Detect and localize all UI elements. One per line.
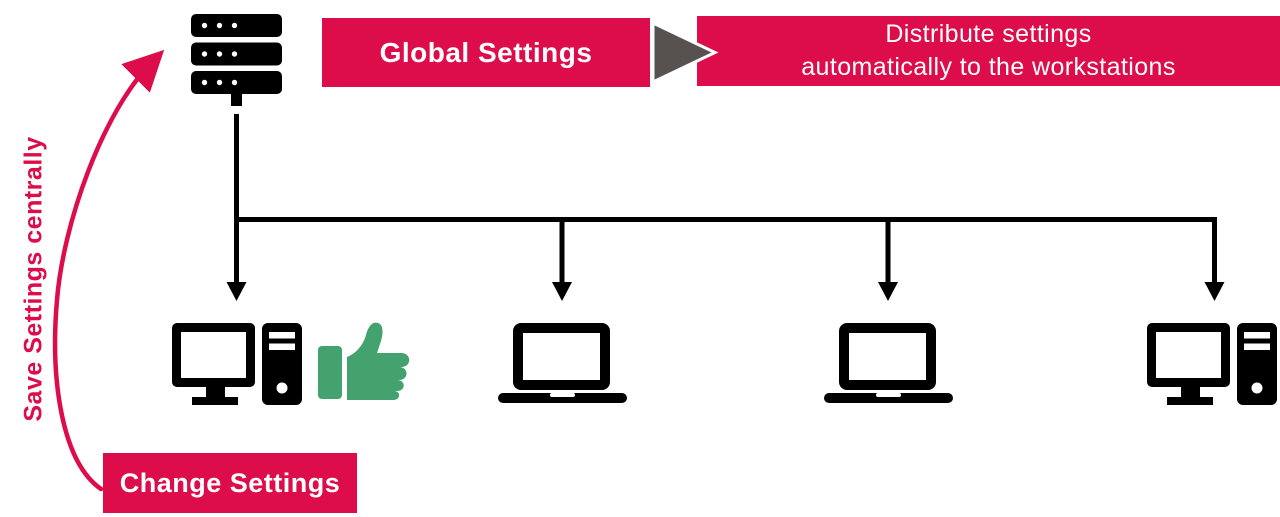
flow-triangle-icon [651,20,719,85]
feedback-curve-arrow [52,49,165,492]
desktop-computer-icon [172,323,302,405]
down-arrowhead-2 [552,282,572,301]
thumbs-up-icon [318,322,410,400]
save-settings-vertical-label: Save Settings centrally [19,136,48,422]
change-settings-label: Change Settings [119,467,341,498]
distribute-settings-box: Distribute settings automatically to the… [697,16,1280,86]
change-settings-box: Change Settings [103,453,357,513]
global-settings-box: Global Settings [322,18,650,87]
global-settings-label: Global Settings [379,36,593,68]
laptop-icon [498,323,627,403]
down-arrowhead-3 [878,282,898,301]
laptop-icon [824,323,953,403]
down-arrowhead-1 [226,282,247,301]
desktop-computer-icon [1147,323,1277,405]
distribute-settings-line1: Distribute settings [885,20,1092,48]
down-arrowhead-4 [1204,282,1225,301]
server-rack-icon [191,14,282,106]
distribute-settings-line2: automatically to the workstations [801,53,1176,81]
